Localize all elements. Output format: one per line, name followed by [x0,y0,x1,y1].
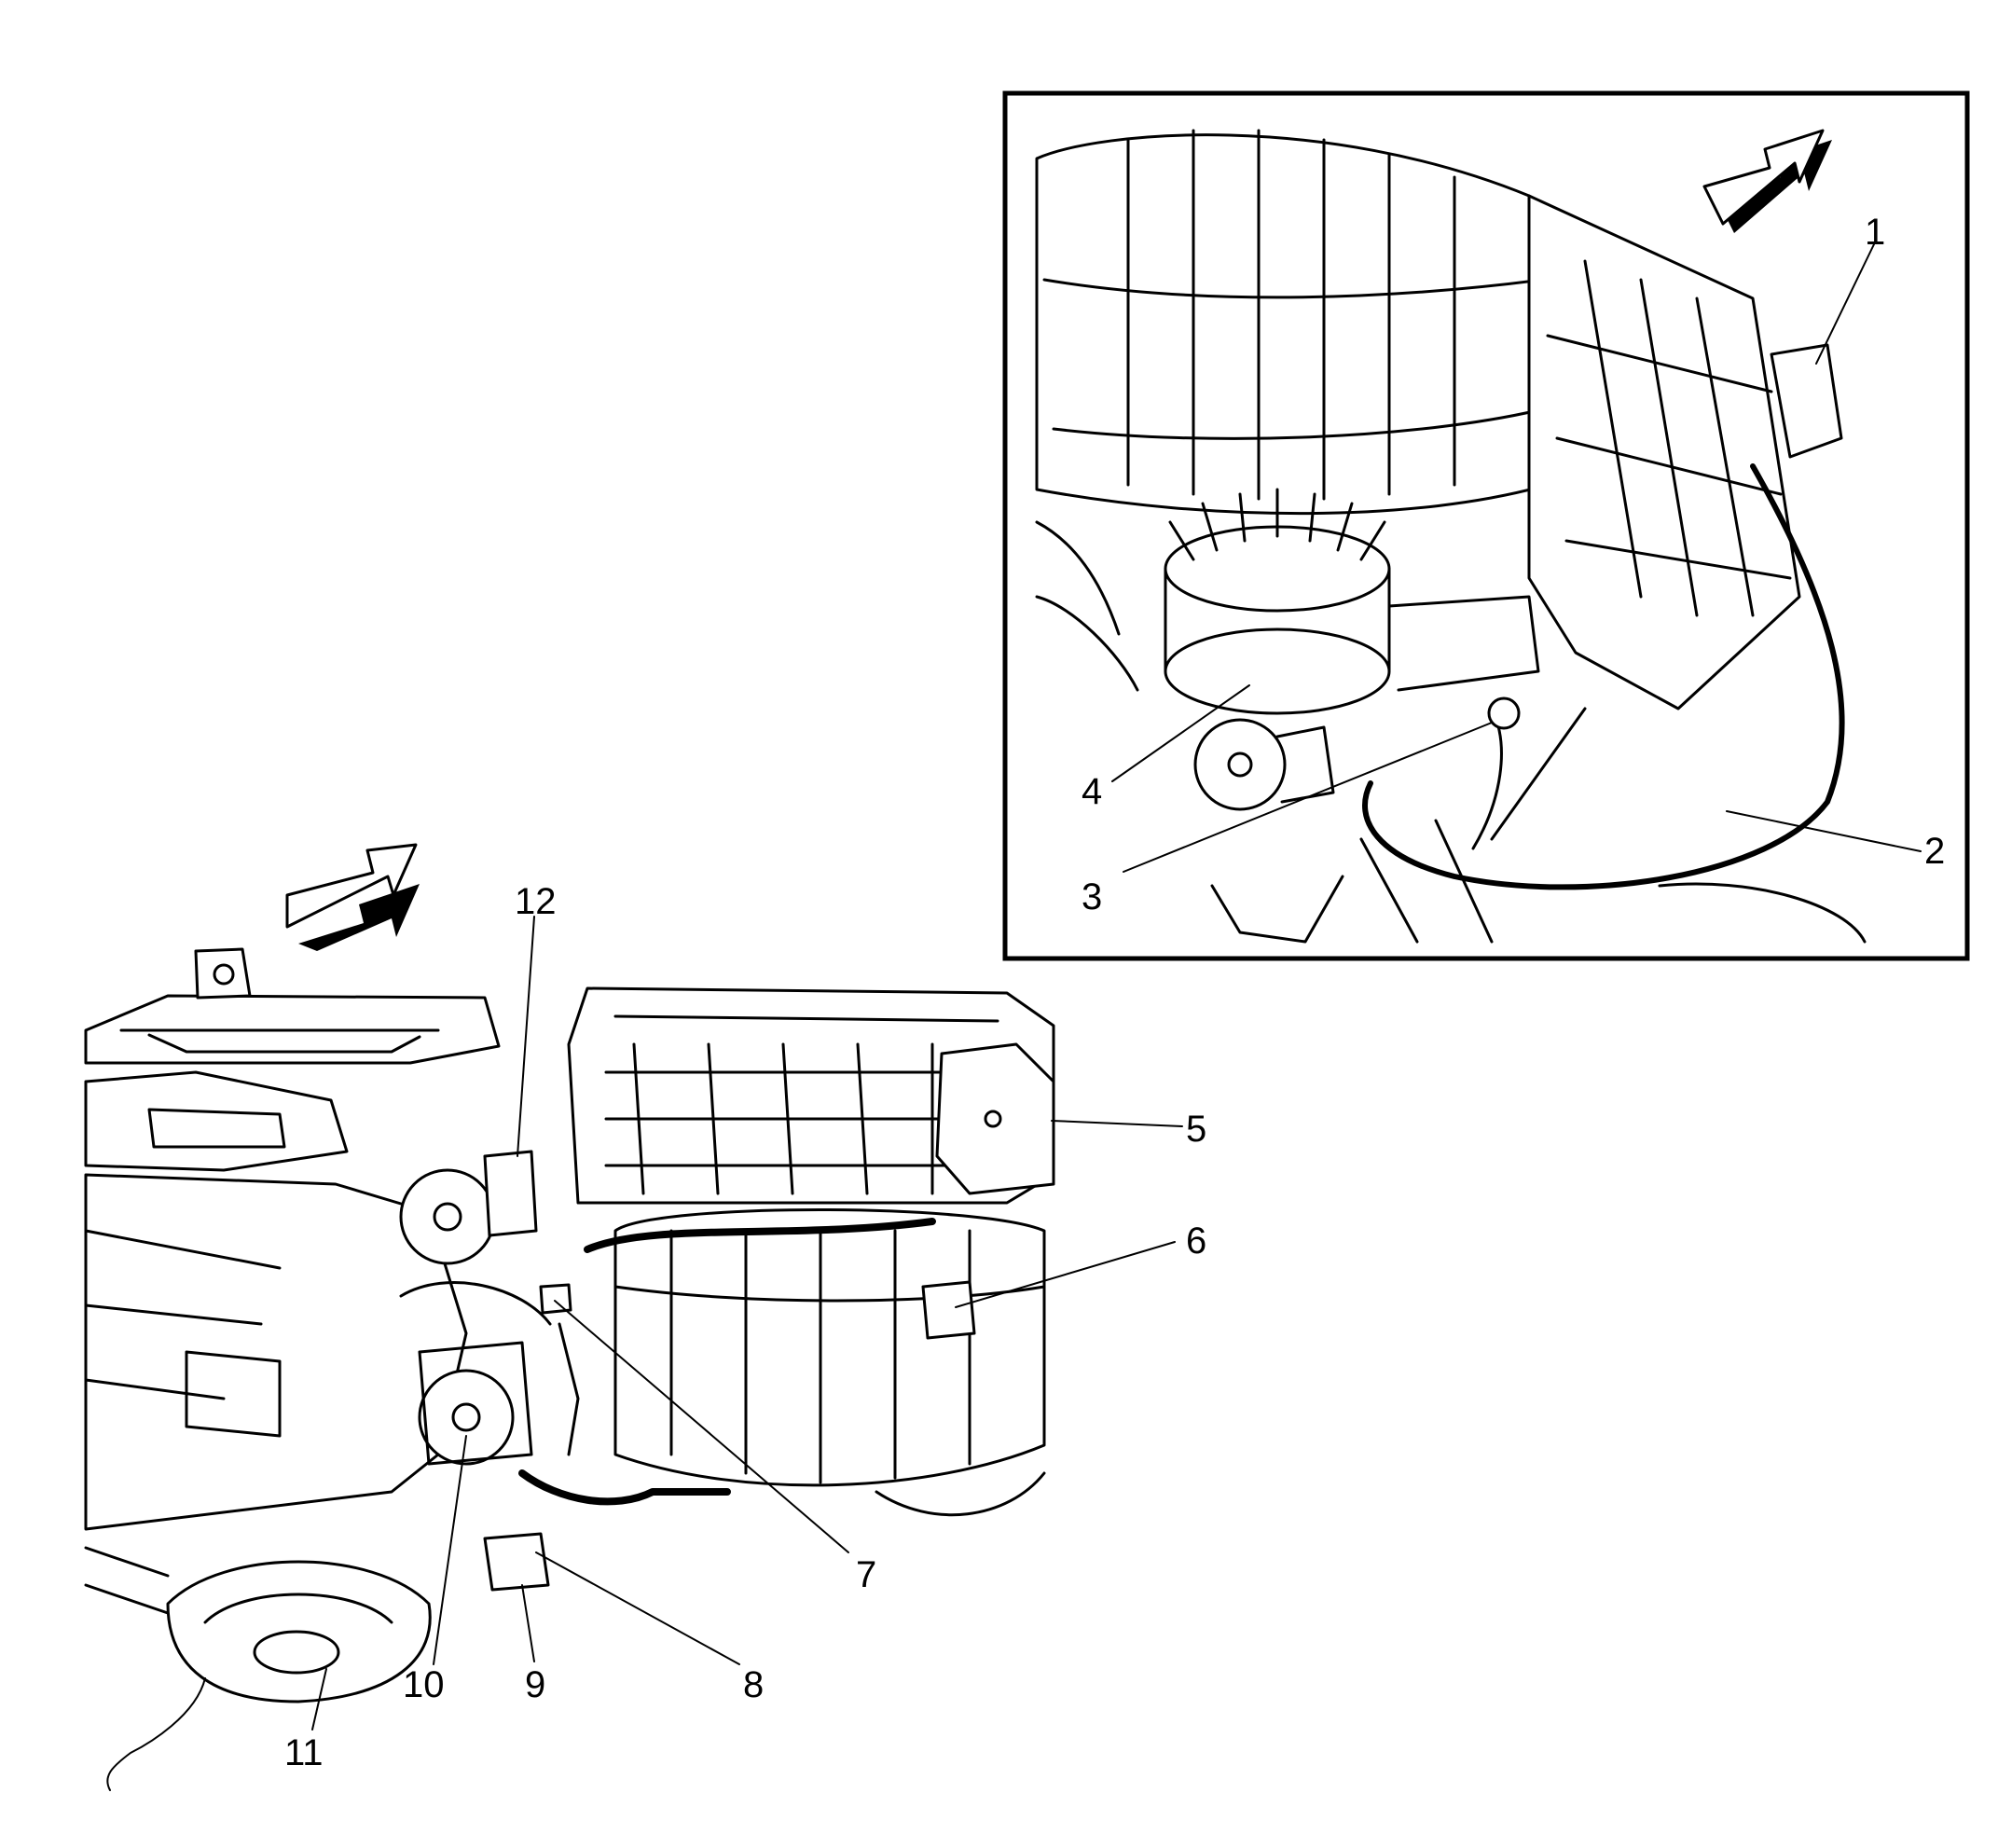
detail-inset [1002,90,1970,961]
inset-leaders [1111,243,1922,873]
callout-2: 2 [1924,831,1945,872]
inset-blower-assembly [1035,129,1867,944]
forward-arrow-icon-main [285,843,420,951]
leader-5 [1051,1120,1183,1127]
callout-12: 12 [515,881,557,922]
callout-4: 4 [1082,771,1102,812]
callout-11: 11 [284,1732,324,1773]
callout-1: 1 [1865,212,1885,253]
leader-6 [955,1241,1176,1308]
leader-1 [1815,243,1875,365]
leader-9 [521,1584,535,1662]
callout-10: 10 [403,1664,445,1705]
leader-8 [535,1551,740,1665]
callout-labels: 1 2 3 4 5 6 7 8 9 10 11 12 [284,212,1945,1773]
callout-8: 8 [743,1664,764,1705]
main-assembly [84,947,1055,1791]
leader-4 [1111,684,1250,782]
callout-3: 3 [1082,876,1102,917]
callout-9: 9 [525,1664,545,1705]
leader-3 [1123,722,1493,873]
leader-12 [517,916,535,1157]
leader-7 [554,1300,849,1553]
main-leaders [311,916,1183,1731]
leader-2 [1726,810,1922,852]
leader-11 [311,1668,327,1731]
leader-10 [433,1435,467,1665]
callout-5: 5 [1186,1109,1206,1150]
callout-6: 6 [1186,1221,1206,1262]
callout-7: 7 [856,1554,876,1595]
forward-arrow-icon-inset [1702,129,1832,233]
